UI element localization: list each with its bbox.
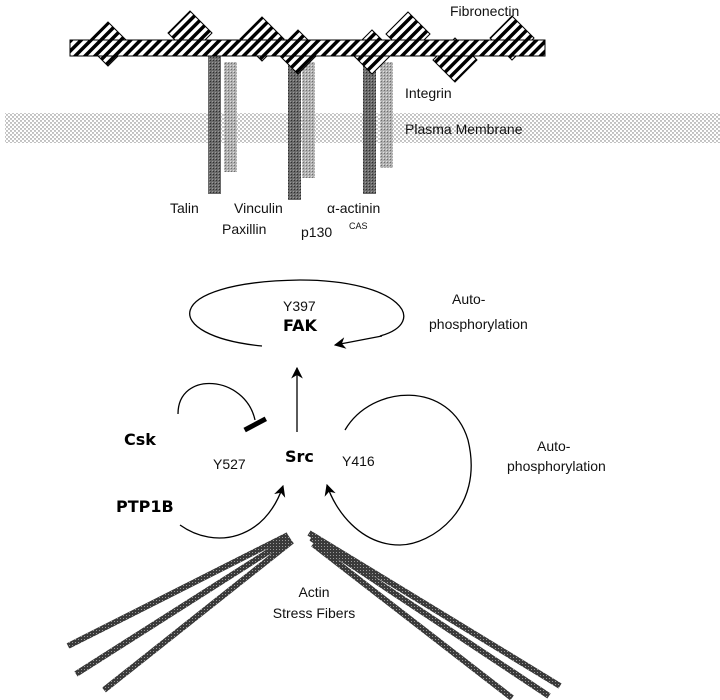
- actin-stress-fibers: [66, 530, 562, 700]
- actin-label: Actin: [298, 584, 329, 600]
- fak-autophosphorylation-loop: [189, 279, 405, 347]
- stress-fiber: [307, 530, 562, 689]
- src-autophosphorylation-loop: [324, 394, 472, 546]
- plasma-membrane: [5, 113, 720, 143]
- y527-label: Y527: [213, 456, 246, 472]
- fak-label: FAK: [283, 316, 317, 335]
- src-auto-label-1: Auto-: [537, 438, 571, 454]
- ptp1b-arc-arrow: [179, 484, 286, 539]
- stress-fibers-label: Stress Fibers: [273, 605, 355, 621]
- fibronectin-fiber: [69, 10, 546, 83]
- vinculin-label: Vinculin: [234, 200, 283, 216]
- csk-label: Csk: [124, 430, 156, 449]
- integrin-bar-actinin: [363, 54, 376, 194]
- stress-fiber: [102, 538, 294, 693]
- fak-autophosphorylation-arrow: [333, 335, 383, 349]
- csk-inhibition-bar: [243, 416, 268, 433]
- stress-fiber: [66, 532, 290, 649]
- integrin-bar-light-3: [380, 62, 393, 168]
- integrin-bar-vinculin: [288, 54, 301, 200]
- cas-label: CAS: [349, 221, 368, 231]
- talin-label: Talin: [170, 200, 199, 216]
- alpha-actinin-label: α-actinin: [327, 200, 380, 216]
- paxillin-label: Paxillin: [222, 221, 266, 237]
- p130-label: p130: [301, 224, 332, 240]
- integrin-bar-paxillin: [224, 62, 237, 172]
- y416-label: Y416: [342, 453, 375, 469]
- fak-auto-label-2: phosphorylation: [429, 316, 528, 332]
- y397-label: Y397: [283, 298, 316, 314]
- fak-auto-label-1: Auto-: [452, 291, 486, 307]
- fibronectin-label: Fibronectin: [450, 3, 519, 19]
- integrin-label: Integrin: [405, 85, 452, 101]
- src-label: Src: [285, 447, 314, 466]
- integrin-bar-p130: [302, 62, 315, 178]
- csk-inhibition-arc: [177, 382, 256, 421]
- ptp1b-label: PTP1B: [116, 497, 174, 516]
- plasma-membrane-label: Plasma Membrane: [405, 121, 523, 137]
- stress-fiber: [309, 535, 551, 699]
- stress-fiber: [74, 535, 292, 677]
- integrin-bars: [208, 54, 393, 200]
- integrin-bar-talin: [208, 54, 221, 194]
- stress-fiber: [311, 541, 514, 700]
- src-auto-label-2: phosphorylation: [507, 458, 606, 474]
